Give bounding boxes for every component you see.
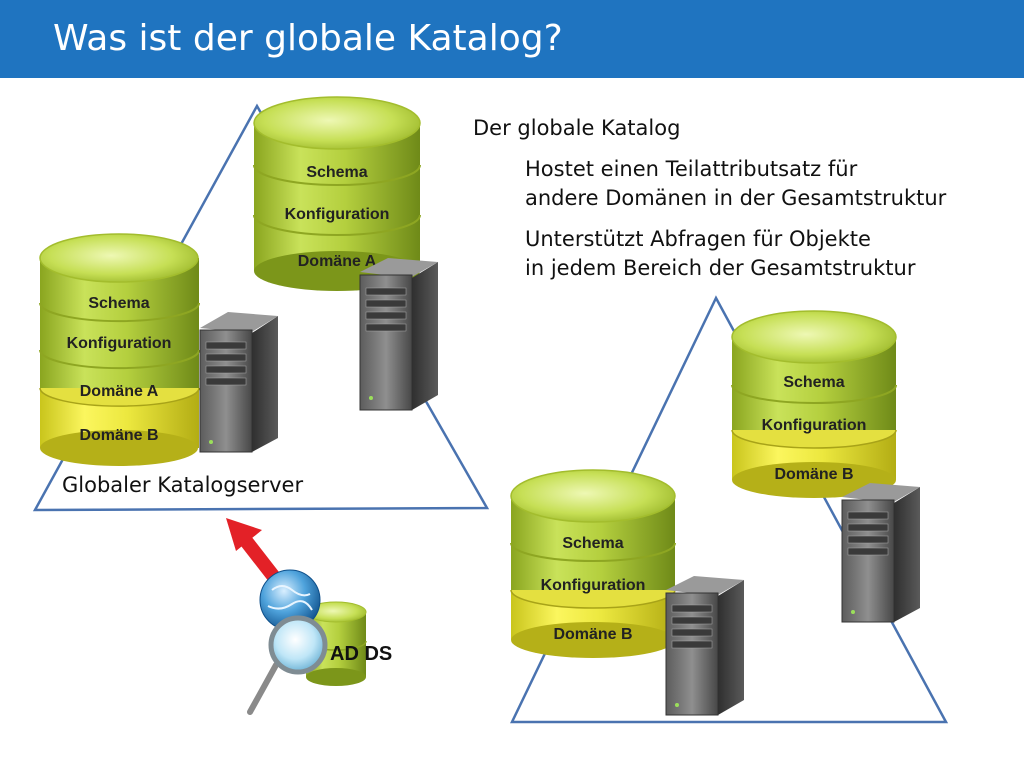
db-b-lower-label-konfiguration: Konfiguration [541,577,646,594]
magnifier-icon [268,615,328,675]
global-catalog-server-label: Globaler Katalogserver [62,473,304,497]
db-a-label-konfiguration: Konfiguration [285,206,390,223]
db-a-label-schema: Schema [306,164,367,181]
gc-label-konfiguration: Konfiguration [67,335,172,352]
ad-ds-label: AD DS [330,643,392,665]
slide-title: Was ist der globale Katalog? [53,18,563,59]
server-icon-domain-a [359,258,438,411]
server-icon-gc [199,312,278,453]
db-b-lower-label-domaene-b: Domäne B [553,626,632,643]
server-icon-domain-b-lower [665,576,744,716]
magnifier-handle [247,662,279,715]
db-b-upper-label-konfiguration: Konfiguration [762,417,867,434]
database-global-catalog: Schema Konfiguration Domäne A Domäne B [39,233,200,466]
server-icon-domain-b-upper [841,483,920,623]
gc-label-domaene-b: Domäne B [79,427,158,444]
description-bullet-2-line-1: Unterstützt Abfragen für Objekte [525,227,871,251]
description-bullet-1-line-2: andere Domänen in der Gesamtstruktur [525,186,947,210]
ad-ds-icon: AD DS [247,569,392,715]
db-b-upper-label-schema: Schema [783,374,844,391]
gc-label-schema: Schema [88,295,149,312]
description-bullet-1-line-1: Hostet einen Teilattributsatz für [525,157,858,181]
gc-label-domaene-a: Domäne A [80,383,159,400]
database-domain-b-upper: Schema Konfiguration Domäne B [731,310,897,498]
description-heading: Der globale Katalog [473,116,681,140]
db-a-label-domaene-a: Domäne A [298,253,377,270]
db-b-upper-label-domaene-b: Domäne B [774,466,853,483]
database-domain-b-lower: Schema Konfiguration Domäne B [510,469,676,658]
title-bar: Was ist der globale Katalog? [0,0,1024,78]
description-bullet-2-line-2: in jedem Bereich der Gesamtstruktur [525,256,916,280]
db-b-lower-label-schema: Schema [562,535,623,552]
